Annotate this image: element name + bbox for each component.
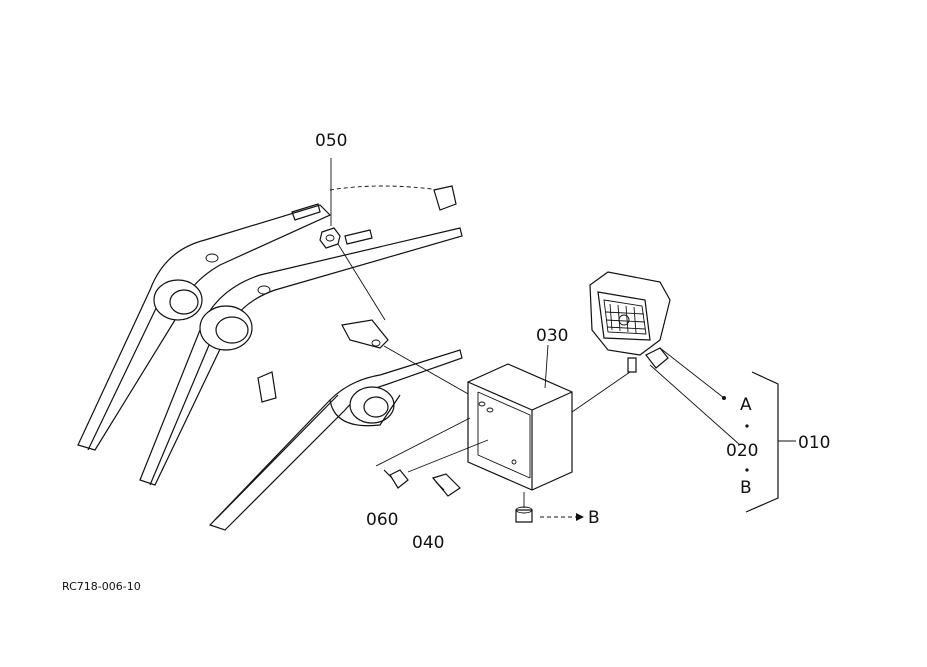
part-060-screw xyxy=(375,417,471,489)
part-040-bolt xyxy=(407,439,489,497)
label-040: 040 xyxy=(412,533,444,553)
grommet-b xyxy=(515,492,584,523)
part-030-housing xyxy=(467,344,631,491)
drawing-reference: RC718-006-10 xyxy=(62,580,141,593)
boom-assembly xyxy=(77,185,463,531)
label-connector-a: A xyxy=(740,395,752,415)
label-060: 060 xyxy=(366,510,398,530)
connector-a-dot xyxy=(722,396,726,400)
label-020: 020 xyxy=(726,441,758,461)
group-bracket-010 xyxy=(745,371,796,513)
part-050-nut xyxy=(319,158,386,321)
label-010: 010 xyxy=(798,433,830,453)
label-connector-b-lower: B xyxy=(588,508,600,528)
part-020-work-lamp xyxy=(589,271,741,446)
label-connector-b-upper: B xyxy=(740,478,752,498)
label-030: 030 xyxy=(536,326,568,346)
dot-sep-1 xyxy=(745,424,749,428)
label-050: 050 xyxy=(315,131,347,151)
bracket xyxy=(341,319,471,396)
dot-sep-2 xyxy=(745,468,749,472)
